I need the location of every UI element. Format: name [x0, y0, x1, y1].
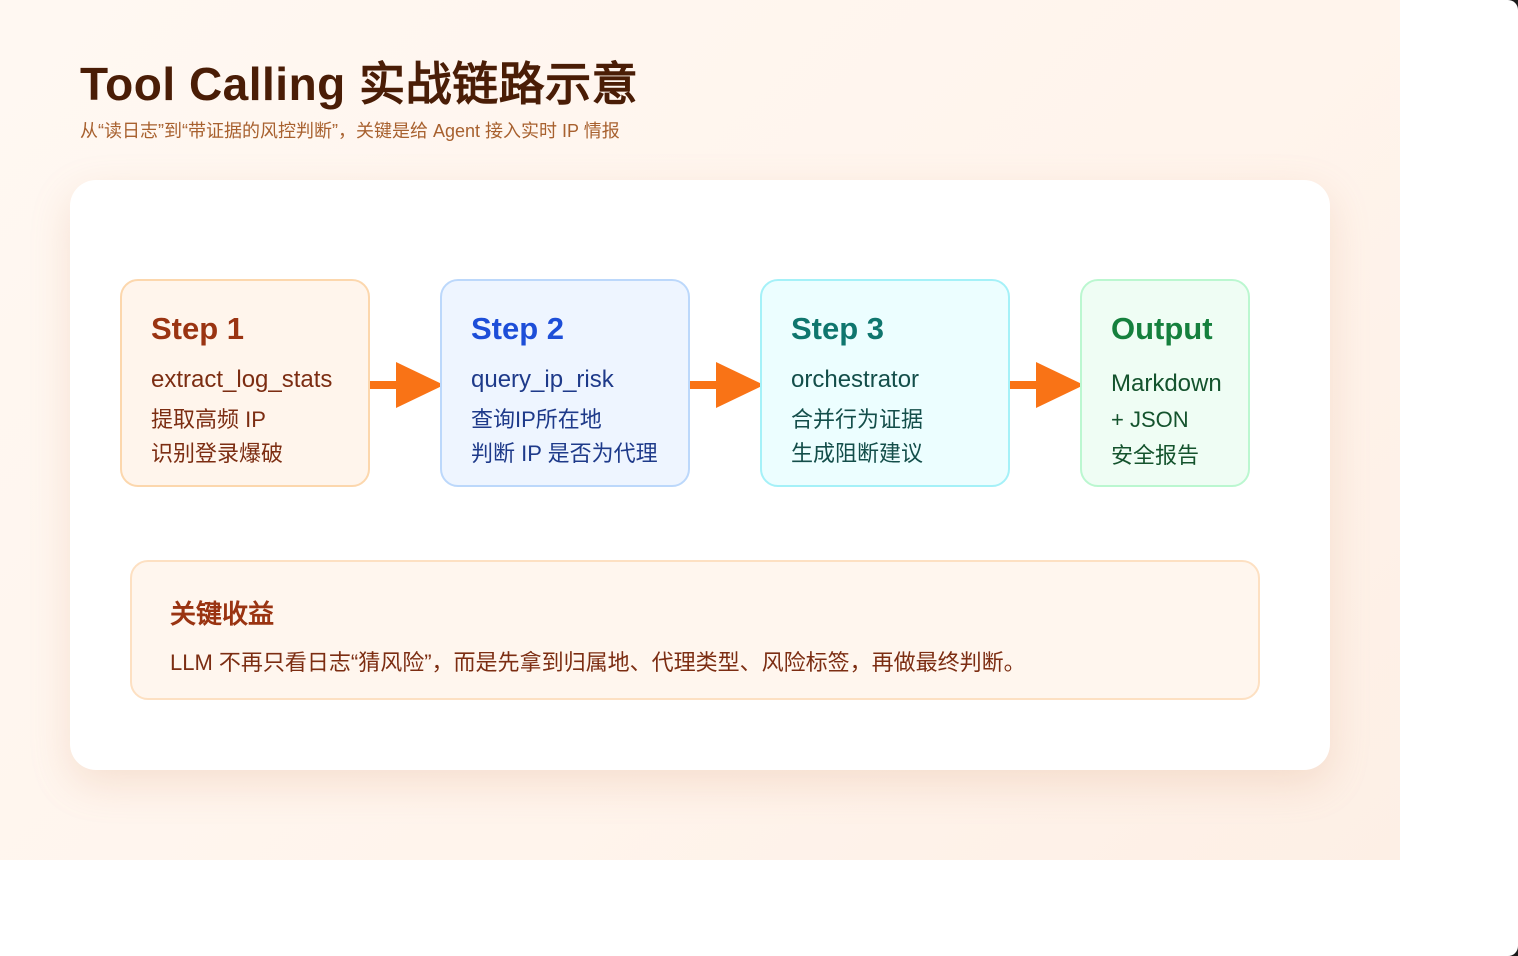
step-3-line-1: 合并行为证据	[791, 407, 924, 432]
arrow-right-icon	[690, 362, 764, 408]
page-title: Tool Calling 实战链路示意	[80, 58, 639, 110]
step-3-line-2: 生成阻断建议	[791, 441, 924, 466]
output-title: Output	[1111, 311, 1213, 346]
step-2-line-2: 判断 IP 是否为代理	[471, 441, 658, 466]
page-canvas: Tool Calling 实战链路示意 从“读日志”到“带证据的风控判断”，关键…	[0, 0, 1400, 860]
step-2-line-1: 查询IP所在地	[471, 407, 602, 432]
arrow-right-icon	[1010, 362, 1084, 408]
step-1-box: Step 1 extract_log_stats 提取高频 IP 识别登录爆破	[120, 279, 370, 487]
benefit-text: LLM 不再只看日志“猜风险”，而是先拿到归属地、代理类型、风险标签，再做最终判…	[170, 650, 1026, 675]
step-2-title: Step 2	[471, 311, 565, 346]
step-1-title: Step 1	[151, 311, 245, 346]
output-format: Markdown	[1111, 370, 1222, 397]
step-3-function: orchestrator	[791, 366, 920, 393]
step-1-line-1: 提取高频 IP	[151, 407, 266, 432]
step-1-line-2: 识别登录爆破	[151, 441, 284, 466]
output-box: Output Markdown + JSON 安全报告	[1080, 279, 1250, 487]
arrow-right-icon	[370, 362, 444, 408]
benefit-box: 关键收益 LLM 不再只看日志“猜风险”，而是先拿到归属地、代理类型、风险标签，…	[130, 560, 1260, 700]
step-3-title: Step 3	[791, 311, 885, 346]
page-subtitle: 从“读日志”到“带证据的风控判断”，关键是给 Agent 接入实时 IP 情报	[80, 121, 620, 141]
output-line-2: 安全报告	[1111, 443, 1200, 468]
step-1-function: extract_log_stats	[151, 366, 333, 393]
output-line-1: + JSON	[1111, 407, 1189, 432]
diagram-card: Step 1 extract_log_stats 提取高频 IP 识别登录爆破 …	[70, 180, 1330, 770]
step-3-box: Step 3 orchestrator 合并行为证据 生成阻断建议	[760, 279, 1010, 487]
benefit-title: 关键收益	[170, 599, 275, 629]
step-2-function: query_ip_risk	[471, 366, 614, 393]
step-2-box: Step 2 query_ip_risk 查询IP所在地 判断 IP 是否为代理	[440, 279, 690, 487]
window-edge	[1508, 0, 1518, 956]
